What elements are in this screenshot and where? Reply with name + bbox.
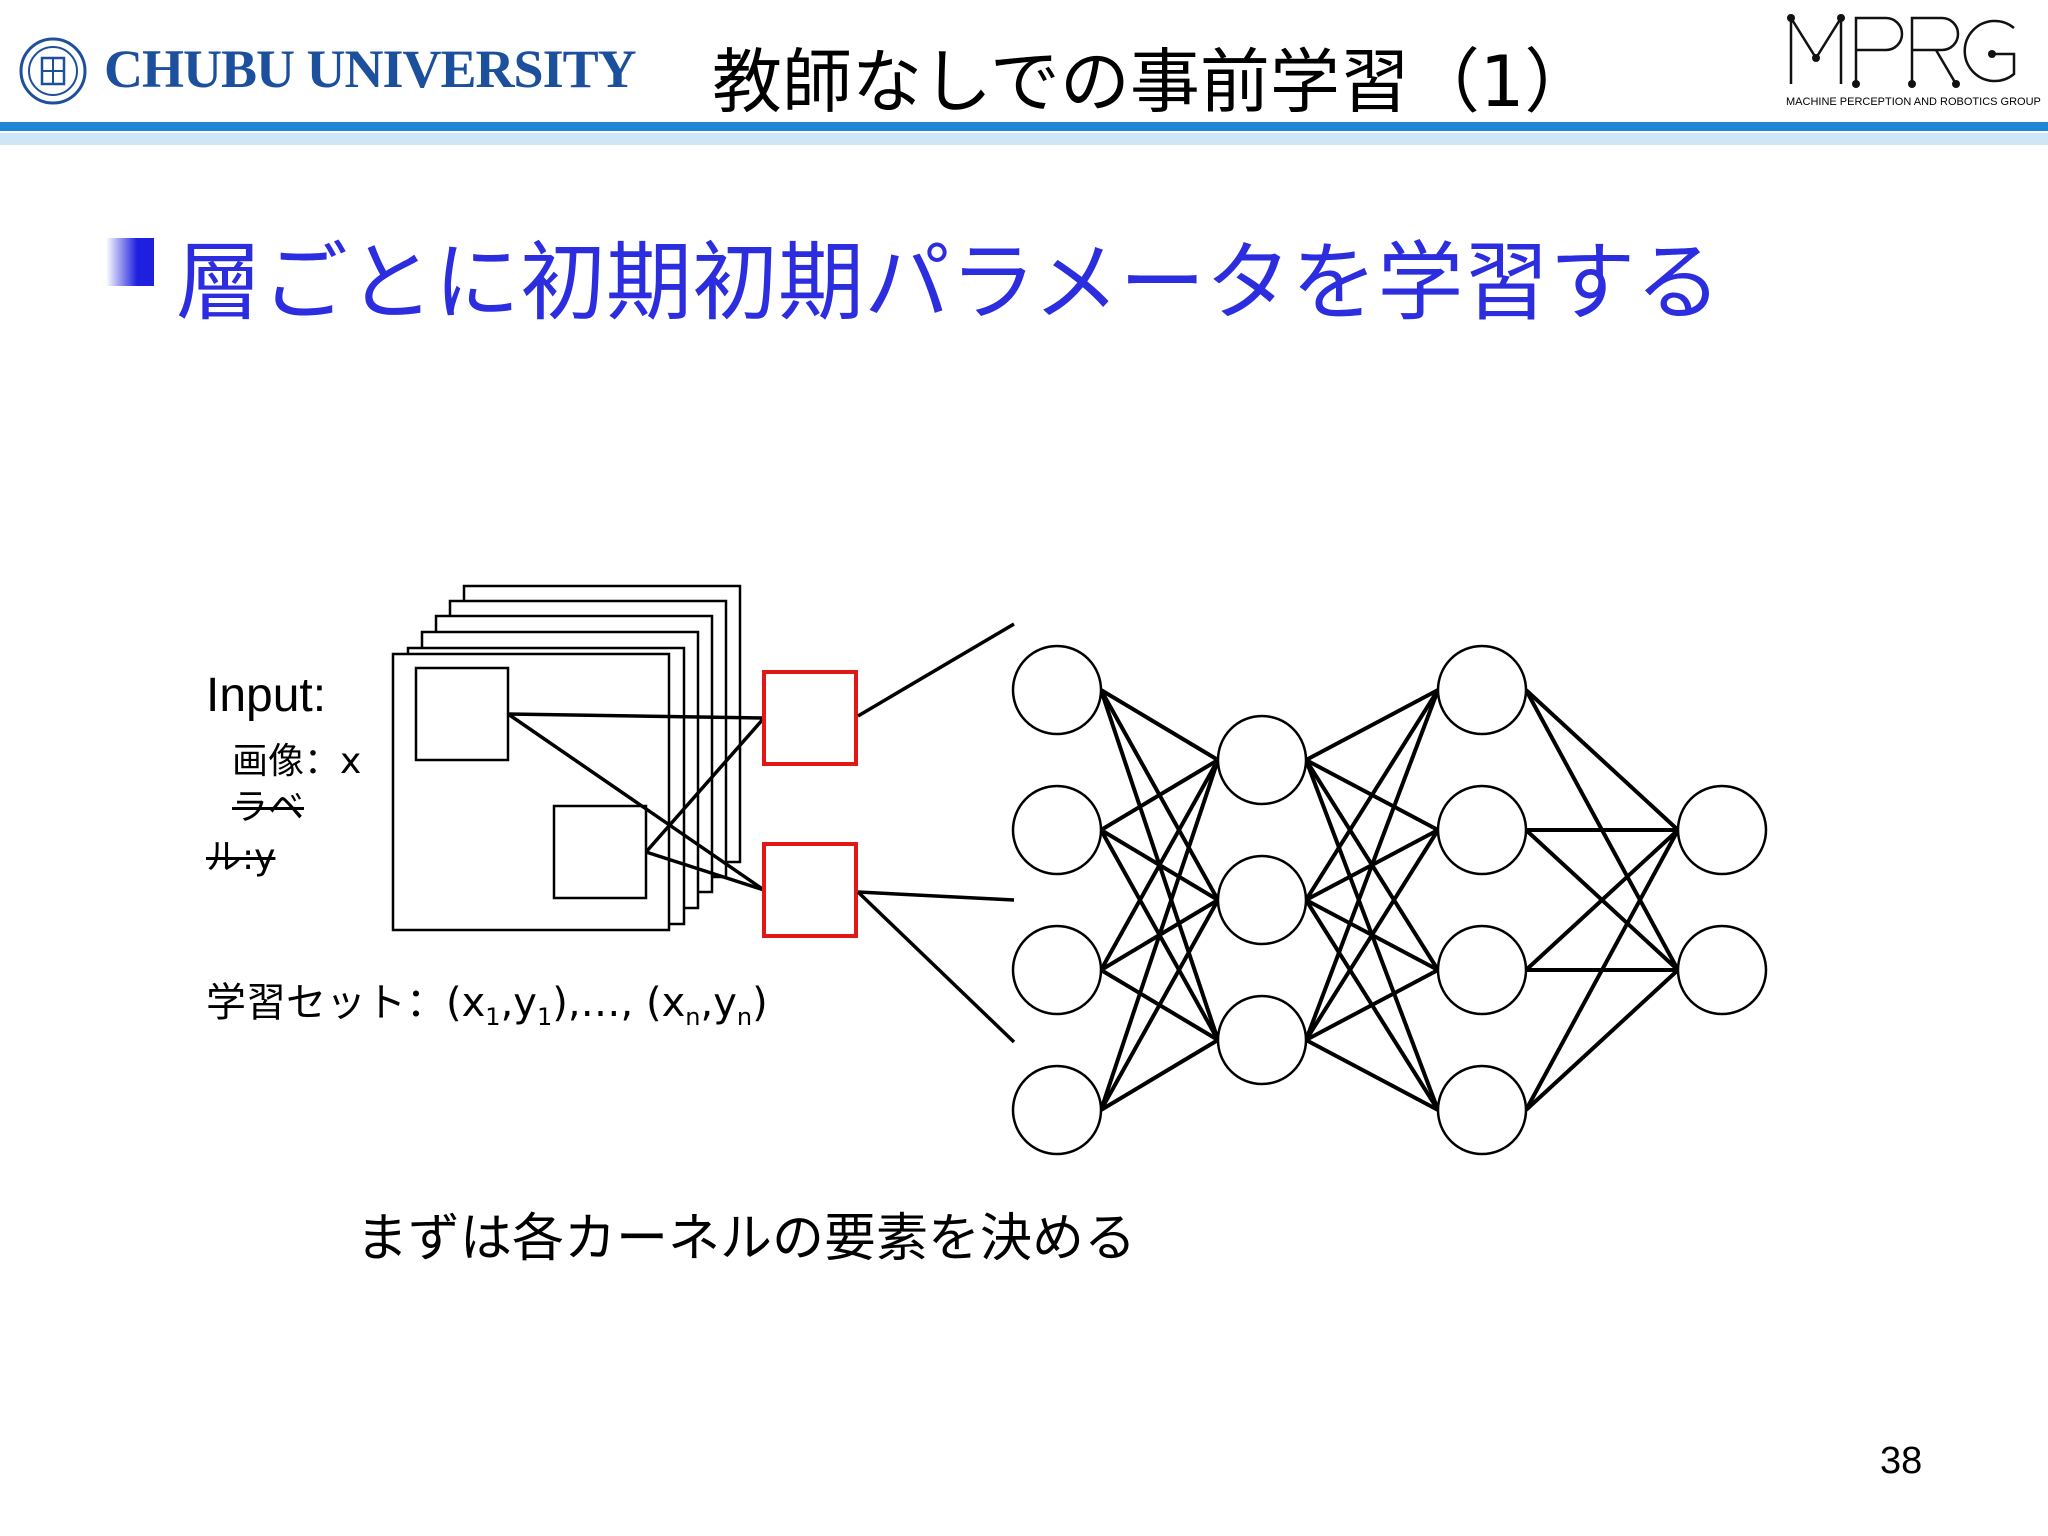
label-label-line1: ラベ — [232, 787, 305, 828]
bullet-heading: 層ごとに初期初期パラメータを学習する — [176, 233, 1722, 333]
network-edge — [1099, 758, 1220, 832]
network-edge — [1524, 828, 1680, 972]
image-label: 画像：x — [232, 741, 362, 782]
network-node-layer-4 — [1676, 784, 1768, 876]
network-edge — [1099, 759, 1220, 1111]
network-node-layer-1 — [1011, 644, 1103, 736]
network-node-layer-2 — [1216, 994, 1308, 1086]
page-number: 38 — [1880, 1440, 1923, 1482]
network-node-layer-4 — [1676, 924, 1768, 1016]
network-edge — [1524, 829, 1680, 1111]
network-node-layer-2 — [1216, 854, 1308, 946]
network-node-layer-1 — [1011, 784, 1103, 876]
network-node-layer-2 — [1216, 714, 1308, 806]
mprg-logo-icon — [1787, 13, 2016, 88]
network-edge — [1305, 688, 1439, 762]
kernel-box-1 — [762, 670, 858, 766]
network-edge — [1304, 688, 1440, 902]
network-node-layer-3 — [1436, 1064, 1528, 1156]
network-edge — [1305, 1038, 1439, 1112]
network-node-layer-1 — [1011, 924, 1103, 1016]
label-label-line2: ル:y — [206, 837, 276, 878]
input-title: Input: — [206, 669, 327, 722]
network-node-layer-3 — [1436, 644, 1528, 736]
network-node-layer-3 — [1436, 784, 1528, 876]
header-rule-light — [0, 133, 2048, 145]
kernel-box-2 — [762, 842, 858, 938]
bullet-square-icon — [106, 238, 154, 286]
university-seal-icon — [19, 37, 87, 105]
network-node-layer-3 — [1436, 924, 1528, 1016]
network-edge — [1524, 968, 1680, 1112]
network-edge — [1099, 1038, 1220, 1112]
input-patch — [414, 666, 510, 762]
header-rule — [0, 122, 2048, 131]
network-edge — [1304, 689, 1440, 1041]
network-edge — [1305, 968, 1439, 1042]
group-name: MACHINE PERCEPTION AND ROBOTICS GROUP — [1786, 96, 2041, 108]
slide-caption: まずは各カーネルの要素を決める — [356, 1209, 1137, 1269]
university-name: CHUBU UNIVERSITY — [104, 39, 637, 99]
network-edge — [1524, 688, 1680, 832]
slide-title: 教師なしでの事前学習（1） — [712, 41, 1595, 123]
network-edge — [1099, 899, 1220, 1111]
network-edge — [1099, 688, 1220, 762]
network-node-layer-1 — [1011, 1064, 1103, 1156]
network-edge — [1304, 828, 1440, 1042]
training-set-label: 学習セット：(x1,y1),…, (xn,yn) — [206, 980, 768, 1031]
slide-header: CHUBU UNIVERSITY 教師なしでの事前学習（1） MACHINE P… — [0, 0, 2048, 150]
network-edge — [1099, 759, 1220, 971]
input-patch — [552, 804, 648, 900]
